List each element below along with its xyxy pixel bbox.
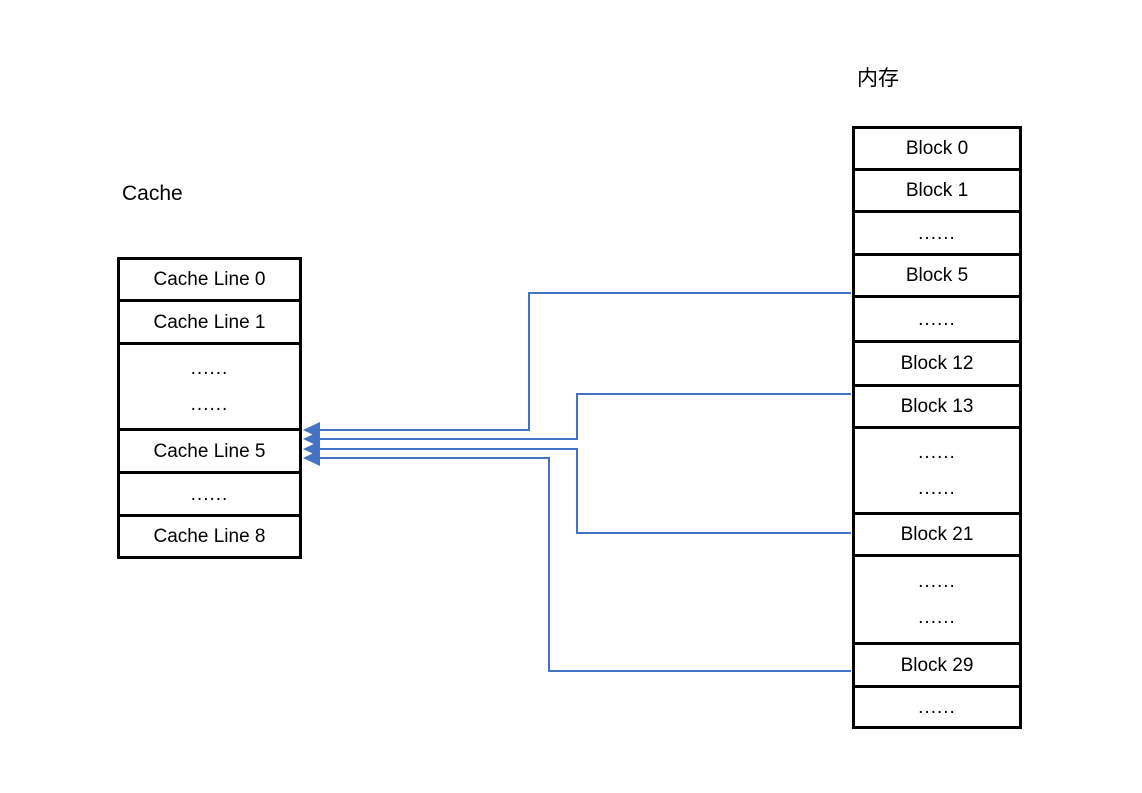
ellipsis-text: ...... bbox=[918, 570, 956, 592]
connector-block-13-to-cache-line-5 bbox=[318, 393, 851, 440]
cache-row-line-5[interactable]: Cache Line 5 bbox=[120, 431, 299, 474]
memory-row-ellipsis-3[interactable]: ...... ...... bbox=[855, 429, 1019, 515]
memory-row-ellipsis-4[interactable]: ...... ...... bbox=[855, 557, 1019, 645]
memory-column: Block 0 Block 1 ...... Block 5 ...... Bl… bbox=[852, 126, 1022, 729]
arrowhead-icon bbox=[303, 450, 320, 466]
connector-block-21-to-cache-line-5 bbox=[318, 448, 851, 534]
ellipsis-text: ...... bbox=[918, 222, 956, 244]
memory-row-ellipsis-2[interactable]: ...... bbox=[855, 298, 1019, 343]
ellipsis-text: ...... bbox=[190, 483, 229, 505]
ellipsis-text: ...... bbox=[918, 696, 956, 718]
arrowhead-icon bbox=[303, 431, 320, 447]
arrowhead-icon bbox=[303, 422, 320, 438]
memory-row-label: Block 13 bbox=[900, 396, 974, 417]
memory-row-block-29[interactable]: Block 29 bbox=[855, 645, 1019, 688]
memory-row-block-1[interactable]: Block 1 bbox=[855, 171, 1019, 213]
memory-row-block-5[interactable]: Block 5 bbox=[855, 256, 1019, 298]
ellipsis-text: ...... bbox=[918, 477, 956, 499]
connector-block-5-to-cache-line-5 bbox=[318, 292, 851, 431]
cache-column: Cache Line 0 Cache Line 1 ...... ...... … bbox=[117, 257, 302, 559]
connector-block-29-to-cache-line-5 bbox=[318, 457, 851, 672]
cache-row-line-0[interactable]: Cache Line 0 bbox=[120, 260, 299, 302]
memory-row-label: Block 0 bbox=[905, 138, 969, 159]
cache-row-label: Cache Line 0 bbox=[153, 269, 266, 290]
ellipsis-text: ...... bbox=[918, 607, 956, 629]
ellipsis-text: ...... bbox=[918, 308, 956, 330]
memory-row-label: Block 29 bbox=[900, 654, 974, 676]
memory-row-label: Block 21 bbox=[900, 524, 974, 545]
memory-row-label: Block 1 bbox=[905, 180, 969, 201]
cache-row-line-1[interactable]: Cache Line 1 bbox=[120, 302, 299, 345]
memory-row-ellipsis-5[interactable]: ...... bbox=[855, 688, 1019, 726]
cache-row-label: Cache Line 8 bbox=[153, 526, 266, 547]
cache-row-ellipsis-upper[interactable]: ...... ...... bbox=[120, 345, 299, 431]
cache-row-ellipsis-lower[interactable]: ...... bbox=[120, 474, 299, 517]
arrowhead-icon bbox=[303, 441, 320, 457]
memory-row-block-21[interactable]: Block 21 bbox=[855, 515, 1019, 557]
cache-title: Cache bbox=[122, 182, 183, 205]
ellipsis-text: ...... bbox=[190, 393, 229, 415]
ellipsis-text: ...... bbox=[918, 442, 956, 464]
cache-row-label: Cache Line 5 bbox=[153, 440, 266, 462]
memory-row-block-12[interactable]: Block 12 bbox=[855, 343, 1019, 387]
memory-row-block-0[interactable]: Block 0 bbox=[855, 129, 1019, 171]
memory-row-ellipsis-1[interactable]: ...... bbox=[855, 213, 1019, 256]
memory-row-label: Block 12 bbox=[900, 353, 974, 374]
cache-row-label: Cache Line 1 bbox=[153, 311, 266, 333]
memory-row-label: Block 5 bbox=[905, 265, 969, 286]
ellipsis-text: ...... bbox=[190, 358, 229, 380]
memory-title: 内存 bbox=[857, 67, 899, 90]
memory-row-block-13[interactable]: Block 13 bbox=[855, 387, 1019, 429]
cache-row-line-8[interactable]: Cache Line 8 bbox=[120, 517, 299, 556]
